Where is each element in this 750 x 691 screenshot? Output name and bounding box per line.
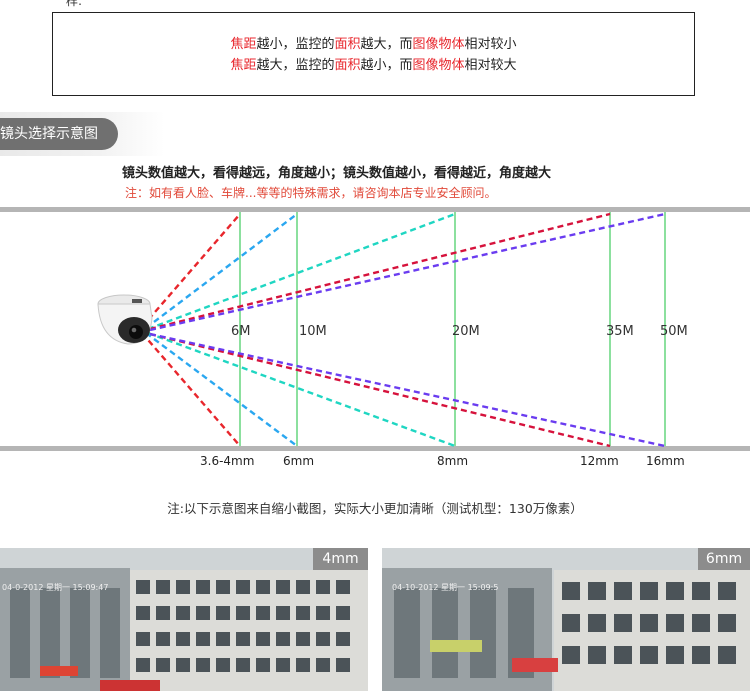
sample-photo-6mm: 04-10-2012 星期一 15:09:5 xyxy=(382,548,750,691)
lens-label-6mm: 6mm xyxy=(283,454,315,468)
diagram-top-bar xyxy=(0,207,750,212)
distance-label-35m: 35M xyxy=(606,324,634,339)
distance-label-20m: 20M xyxy=(452,324,480,339)
lens-angle-diagram: 6M 10M 20M 35M 50M xyxy=(0,207,750,451)
diagram-bottom-bar xyxy=(0,446,750,451)
dome-camera-icon xyxy=(97,294,153,345)
beam-6mm-lower xyxy=(145,332,298,447)
screenshot-footnote: 注:以下示意图来自缩小截图，实际大小更加清晰（测试机型：130万像素） xyxy=(167,501,583,516)
distance-label-6m: 6M xyxy=(231,324,251,339)
beam-6mm-upper xyxy=(145,213,298,329)
building-photo-image xyxy=(0,548,368,691)
beam-3.6mm-lower xyxy=(141,332,241,447)
section-title: 镜头选择示意图 xyxy=(0,126,98,142)
lens-caption-note: 注：如有看人脸、车牌...等等的特殊需求，请咨询本店专业安全顾问。 xyxy=(125,186,497,200)
lens-label-8mm: 8mm xyxy=(437,454,469,468)
lens-caption: 镜头数值越大，看得越远，角度越小；镜头数值越小，看得越近，角度越大 xyxy=(122,166,552,181)
lens-label-3.6-4mm: 3.6-4mm xyxy=(200,454,255,468)
top-text-fragment: 样: xyxy=(66,0,83,8)
beam-8mm-upper xyxy=(147,212,456,331)
distance-label-10m: 10M xyxy=(299,324,327,339)
focal-length-note-box: 焦距越小，监控的面积越大，而图像物体相对较小 焦距越大，监控的面积越小，而图像物… xyxy=(52,12,695,96)
sample-photo-4mm: 04-0-2012 星期一 15:09:47 xyxy=(0,548,368,691)
beam-8mm-lower xyxy=(147,331,456,448)
photo-timestamp-2: 04-10-2012 星期一 15:09:5 xyxy=(392,583,499,592)
note-line-2: 焦距越大，监控的面积越小，而图像物体相对较大 xyxy=(230,58,517,73)
photo-label-4mm: 4mm xyxy=(313,548,368,570)
beam-16mm-upper xyxy=(149,212,666,332)
note-line-1: 焦距越小，监控的面积越大，而图像物体相对较小 xyxy=(230,37,517,52)
beam-16mm-lower xyxy=(149,332,666,448)
distance-gridlines xyxy=(239,212,666,446)
lens-label-16mm: 16mm xyxy=(646,454,685,468)
section-title-tag: 镜头选择示意图 xyxy=(0,118,118,150)
photo-timestamp-1: 04-0-2012 星期一 15:09:47 xyxy=(2,583,109,592)
beam-12mm-upper xyxy=(149,212,611,331)
photo-label-6mm: 6mm xyxy=(698,548,750,570)
building-photo-image xyxy=(382,548,750,691)
lens-label-12mm: 12mm xyxy=(580,454,619,468)
distance-label-50m: 50M xyxy=(660,324,688,339)
beam-3.6mm-upper xyxy=(141,213,241,328)
beam-12mm-lower xyxy=(149,332,611,448)
